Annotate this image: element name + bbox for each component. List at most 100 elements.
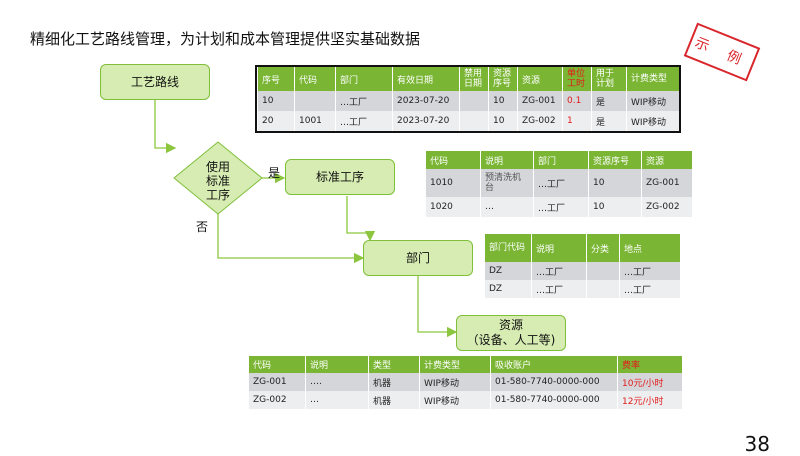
cell: WIP移动 (626, 111, 679, 131)
cell: WIP移动 (419, 373, 491, 391)
connector-standard-to-department (346, 196, 376, 242)
cell: …工厂 (531, 262, 587, 280)
table-row: 10 …工厂 2023-07-20 10 ZG-001 0.1 是 WIP移动 (257, 91, 679, 111)
cell: 10 (588, 197, 642, 217)
cell: 20 (257, 111, 295, 131)
cell: 2023-07-20 (392, 111, 460, 131)
cell: 1001 (294, 111, 336, 131)
standard-operation-table: 代码 说明 部门 资源序号 资源 1010 预清洗机台 …工厂 10 ZG-00… (425, 151, 692, 217)
table-header-row: 代码 说明 部门 资源序号 资源 (425, 151, 692, 169)
cell: …工厂 (619, 280, 680, 298)
table-row: DZ …工厂 …工厂 (484, 262, 680, 280)
cell: 10 (488, 91, 518, 111)
cell (459, 111, 489, 131)
decision-diamond (173, 141, 263, 215)
cell: ZG-001 (641, 169, 692, 197)
cell: ZG-002 (641, 197, 692, 217)
cell: …工厂 (531, 280, 587, 298)
resource-table: 代码 说明 类型 计费类型 吸收账户 费率 ZG-001 …. 机器 WIP移动… (248, 356, 682, 409)
table-row: ZG-002 … 机器 WIP移动 01-580-7740-0000-000 1… (248, 391, 682, 409)
col-header: 代码 (294, 67, 336, 91)
col-header: 说明 (305, 356, 369, 373)
col-header: 说明 (531, 234, 587, 262)
cell: … (480, 197, 534, 217)
cell: DZ (484, 262, 532, 280)
cell: 10 (588, 169, 642, 197)
table-header-row: 序号 代码 部门 有效日期 禁用日期 资源序号 资源 单位工时 用于计划 计费类… (257, 67, 679, 91)
cell: WIP移动 (626, 91, 679, 111)
connector-department-to-resource (417, 276, 458, 338)
table-row: ZG-001 …. 机器 WIP移动 01-580-7740-0000-000 … (248, 373, 682, 391)
cell (586, 280, 620, 298)
cell: 机器 (368, 391, 420, 409)
cell: ZG-002 (517, 111, 563, 131)
col-header: 代码 (425, 151, 481, 169)
connector-decision-to-department (217, 212, 365, 264)
cell: 01-580-7740-0000-000 (490, 373, 618, 391)
cell: 10 (257, 91, 295, 111)
node-department: 部门 (363, 240, 473, 276)
table-header-row: 部门代码 说明 分类 地点 (484, 234, 680, 262)
col-header: 计费类型 (626, 67, 679, 91)
table-row: 1020 … …工厂 10 ZG-002 (425, 197, 692, 217)
cell (586, 262, 620, 280)
cell: …工厂 (619, 262, 680, 280)
cell: ZG-002 (248, 391, 306, 409)
department-table: 部门代码 说明 分类 地点 DZ …工厂 …工厂 DZ …工厂 …工厂 (484, 234, 680, 298)
col-header: 费率 (617, 356, 682, 373)
cell: WIP移动 (419, 391, 491, 409)
cell: 2023-07-20 (392, 91, 460, 111)
cell: 1020 (425, 197, 481, 217)
node-decision-label: 使用 标准 工序 (205, 160, 230, 202)
col-header: 说明 (480, 151, 534, 169)
table-header-row: 代码 说明 类型 计费类型 吸收账户 费率 (248, 356, 682, 373)
page-number: 38 (744, 432, 770, 456)
node-standard-operation: 标准工序 (285, 159, 395, 195)
col-header: 资源 (641, 151, 692, 169)
cell: 是 (591, 111, 627, 131)
table-row: 1010 预清洗机台 …工厂 10 ZG-001 (425, 169, 692, 197)
label-yes: 是 (268, 166, 281, 180)
cell: ZG-001 (248, 373, 306, 391)
cell: 1010 (425, 169, 481, 197)
cell: 1 (562, 111, 592, 131)
cell: 10 (488, 111, 518, 131)
cell: …. (305, 373, 369, 391)
label-no: 否 (196, 220, 209, 234)
col-header: 资源 (517, 67, 563, 91)
routing-table: 序号 代码 部门 有效日期 禁用日期 资源序号 资源 单位工时 用于计划 计费类… (255, 65, 681, 133)
col-header: 序号 (257, 67, 295, 91)
col-header: 用于计划 (591, 67, 627, 91)
col-header: 部门 (335, 67, 393, 91)
col-header: 吸收账户 (490, 356, 618, 373)
col-header: 地点 (619, 234, 680, 262)
cell: 12元/小时 (617, 391, 682, 409)
col-header: 分类 (586, 234, 620, 262)
cell (294, 91, 336, 111)
col-header: 部门 (533, 151, 589, 169)
cell: DZ (484, 280, 532, 298)
cell: … (305, 391, 369, 409)
connector-routing-to-decision (154, 100, 177, 154)
page-title: 精细化工艺路线管理，为计划和成本管理提供坚实基础数据 (30, 30, 421, 48)
cell: …工厂 (533, 169, 589, 197)
cell: 是 (591, 91, 627, 111)
col-header: 类型 (368, 356, 420, 373)
cell: ZG-001 (517, 91, 563, 111)
cell: 01-580-7740-0000-000 (490, 391, 618, 409)
col-header: 计费类型 (419, 356, 491, 373)
col-header: 有效日期 (392, 67, 460, 91)
col-header: 禁用日期 (459, 67, 489, 91)
cell: 机器 (368, 373, 420, 391)
col-header: 代码 (248, 356, 306, 373)
col-header: 单位工时 (562, 67, 592, 91)
table-row: 20 1001 …工厂 2023-07-20 10 ZG-002 1 是 WIP… (257, 111, 679, 131)
cell: …工厂 (335, 111, 393, 131)
col-header: 部门代码 (484, 234, 532, 262)
cell: 预清洗机台 (480, 169, 534, 197)
cell: 10元/小时 (617, 373, 682, 391)
node-resource: 资源 （设备、人工等) (456, 315, 566, 351)
cell: …工厂 (335, 91, 393, 111)
col-header: 资源序号 (488, 67, 518, 91)
